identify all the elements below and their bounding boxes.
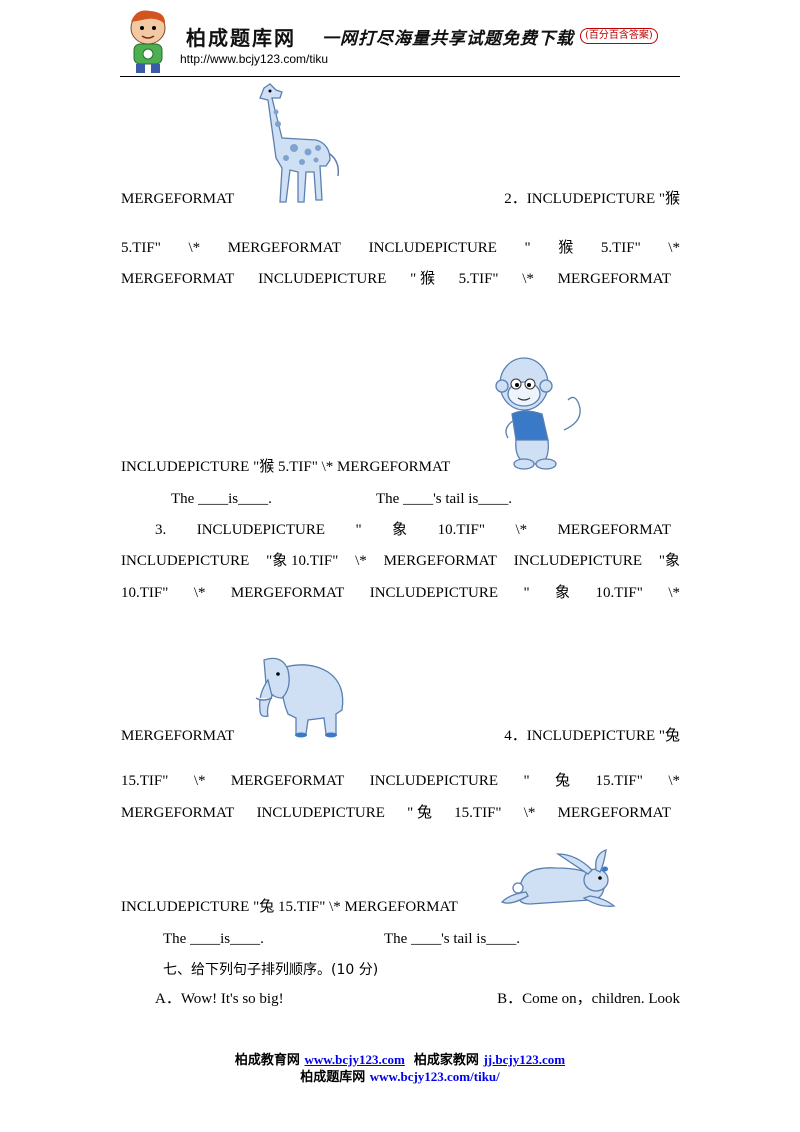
token: 5.TIF" xyxy=(600,240,641,256)
footer-line-2: 柏成题库网 www.bcjy123.com/tiku/ xyxy=(0,1069,800,1086)
question-2-blank-b: The ____'s tail is____. xyxy=(376,491,513,507)
token: INCLUDEPICTURE xyxy=(256,805,385,821)
section-7-heading: 七、给下列句子排列顺序。(10 分) xyxy=(163,962,379,978)
token: 15.TIF" xyxy=(121,773,169,789)
token: MERGEFORMAT xyxy=(383,553,497,569)
token: " xyxy=(523,585,530,601)
text-line-3: MERGEFORMAT INCLUDEPICTURE " 猴 5.TIF" \*… xyxy=(121,270,671,288)
footer-tiku-label: 柏成题库网 xyxy=(300,1070,366,1085)
footer-edu-link[interactable]: www.bcjy123.com xyxy=(304,1052,405,1067)
token: 5.TIF" xyxy=(121,240,161,256)
footer-tiku-url[interactable]: www.bcjy123.com/tiku/ xyxy=(369,1069,500,1084)
token: INCLUDEPICTURE xyxy=(196,522,326,538)
question-4-blank-b: The ____'s tail is____. xyxy=(384,931,521,947)
text-line-2: 5.TIF" \* MERGEFORMAT INCLUDEPICTURE " 猴… xyxy=(121,239,680,257)
text-line-7: 10.TIF" \* MERGEFORMAT INCLUDEPICTURE " … xyxy=(121,584,680,602)
token: \* xyxy=(668,240,680,256)
token: \* xyxy=(668,773,680,789)
question-4-blank-a: The ____is____. xyxy=(163,931,264,947)
token: 15.TIF" xyxy=(454,805,502,821)
token: " xyxy=(355,522,362,538)
token: " 猴 xyxy=(410,271,435,287)
giraffe-image xyxy=(246,82,346,208)
token: MERGEFORMAT xyxy=(121,271,235,287)
token: \* xyxy=(515,522,528,538)
token: \* xyxy=(188,240,201,256)
token: MERGEFORMAT xyxy=(557,522,671,538)
footer-tutor-label: 柏成家教网 xyxy=(413,1053,479,1068)
token: 10.TIF" xyxy=(121,585,169,601)
text-line-11: INCLUDEPICTURE "兔 15.TIF" \* MERGEFORMAT xyxy=(121,899,458,915)
header-url[interactable]: http://www.bcjy123.com/tiku xyxy=(180,52,329,66)
token: 3. xyxy=(155,522,167,538)
token: \* xyxy=(193,773,206,789)
header-mascot-logo xyxy=(122,8,174,74)
footer-tutor-link[interactable]: jj.bcjy123.com xyxy=(483,1052,566,1067)
rabbit-image xyxy=(500,848,620,912)
token: 5.TIF" xyxy=(458,271,499,287)
token: \* xyxy=(355,553,367,569)
header-divider xyxy=(120,76,680,77)
text-line-5: 3. INCLUDEPICTURE " 象 10.TIF" \* MERGEFO… xyxy=(155,521,671,539)
token: \* xyxy=(193,585,206,601)
token: 10.TIF" xyxy=(595,585,643,601)
footer-line-1: 柏成教育网 www.bcjy123.com 柏成家教网 jj.bcjy123.c… xyxy=(0,1052,800,1069)
token: \* xyxy=(522,271,534,287)
header-brand: 柏成题库网 xyxy=(186,26,296,50)
header-answer-badge: (百分百含答案) xyxy=(580,28,658,44)
question-4-label: 4．INCLUDEPICTURE "兔 xyxy=(504,728,680,744)
text-line-9: 15.TIF" \* MERGEFORMAT INCLUDEPICTURE " … xyxy=(121,772,680,790)
text-line-10: MERGEFORMAT INCLUDEPICTURE " 兔 15.TIF" \… xyxy=(121,804,671,822)
token: 象 xyxy=(392,522,408,538)
token: " 兔 xyxy=(407,805,432,821)
token: \* xyxy=(668,585,680,601)
token: MERGEFORMAT xyxy=(230,773,345,789)
token: MERGEFORMAT xyxy=(557,271,671,287)
question-2-blank-a: The ____is____. xyxy=(171,491,272,507)
text-line-6: INCLUDEPICTURE "象 10.TIF" \* MERGEFORMAT… xyxy=(121,552,680,570)
text-line-8-left: MERGEFORMAT xyxy=(121,728,235,744)
token: INCLUDEPICTURE xyxy=(513,553,643,569)
token: 15.TIF" xyxy=(595,773,643,789)
monkey-image xyxy=(494,350,584,472)
token: 兔 xyxy=(555,773,571,789)
elephant-image xyxy=(252,654,350,740)
token: "象 xyxy=(658,553,680,569)
token: MERGEFORMAT xyxy=(230,585,345,601)
token: INCLUDEPICTURE xyxy=(369,773,499,789)
option-b: B．Come on，children. Look xyxy=(497,991,680,1007)
token: 10.TIF" xyxy=(437,522,485,538)
token: \* xyxy=(523,805,536,821)
token: MERGEFORMAT xyxy=(227,240,342,256)
token: MERGEFORMAT xyxy=(121,805,235,821)
text-line-4: INCLUDEPICTURE "猴 5.TIF" \* MERGEFORMAT xyxy=(121,459,451,475)
token: INCLUDEPICTURE xyxy=(258,271,387,287)
header-slogan: 一网打尽海量共享试题免费下载 xyxy=(322,29,574,49)
token: MERGEFORMAT xyxy=(557,805,671,821)
token: 猴 xyxy=(558,240,574,256)
token: "象 10.TIF" xyxy=(266,553,339,569)
token: INCLUDEPICTURE xyxy=(369,585,499,601)
footer-edu-label: 柏成教育网 xyxy=(234,1053,300,1068)
token: 象 xyxy=(555,585,571,601)
token: " xyxy=(524,240,531,256)
token: INCLUDEPICTURE xyxy=(368,240,497,256)
text-line-1-left: MERGEFORMAT xyxy=(121,191,235,207)
option-a: A．Wow! It's so big! xyxy=(155,991,284,1007)
token: INCLUDEPICTURE xyxy=(121,553,250,569)
question-2-label: 2．INCLUDEPICTURE "猴 xyxy=(504,191,680,207)
token: " xyxy=(523,773,530,789)
